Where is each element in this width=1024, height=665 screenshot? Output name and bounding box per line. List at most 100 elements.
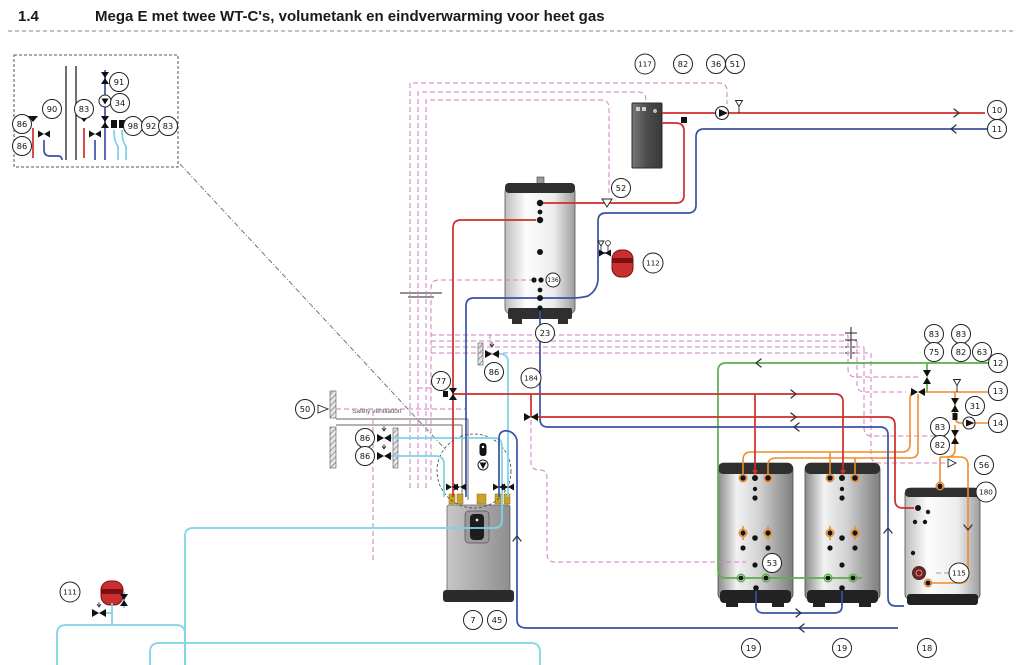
svg-text:82: 82 — [678, 59, 688, 69]
tank-ports — [531, 199, 943, 591]
safety-ventilation-note: Safety ventilation — [352, 408, 402, 415]
pump-14-icon — [962, 416, 976, 430]
hp-sensor-dot — [481, 445, 485, 449]
drain-arrows — [96, 342, 495, 608]
airvent-heater-icon — [681, 117, 687, 123]
part-label-75: 75 — [924, 342, 944, 362]
svg-text:12: 12 — [993, 358, 1003, 368]
part-label-12: 12 — [988, 353, 1008, 373]
vent-triangle-50-icon — [317, 404, 330, 414]
svg-text:91: 91 — [114, 77, 124, 87]
mains-symbol — [400, 292, 442, 298]
svg-text:136: 136 — [547, 277, 559, 284]
part-label-86: 86 — [484, 362, 504, 382]
svg-text:18: 18 — [922, 643, 932, 653]
part-label-45: 45 — [487, 610, 507, 630]
part-label-19: 19 — [741, 638, 761, 658]
svg-text:10: 10 — [992, 105, 1002, 115]
svg-text:11: 11 — [992, 124, 1002, 134]
part-label-18: 18 — [917, 638, 937, 658]
svg-text:117: 117 — [638, 60, 652, 69]
heater-dial — [652, 108, 658, 114]
part-label-14: 14 — [988, 413, 1008, 433]
part-label-13: 13 — [988, 381, 1008, 401]
circulation-pump-115 — [912, 566, 926, 580]
hp-detail-circle — [436, 433, 512, 509]
inset-mixer-icon — [111, 120, 117, 128]
svg-text:184: 184 — [524, 374, 538, 383]
part-label-83: 83 — [158, 116, 178, 136]
svg-text:98: 98 — [128, 121, 138, 131]
heat-pump-display — [470, 514, 484, 540]
pump-36-icon — [714, 105, 730, 121]
airvent-31-icon — [952, 413, 958, 420]
svg-text:51: 51 — [730, 59, 740, 69]
leader-arrow-56-icon — [947, 458, 958, 468]
svg-text:75: 75 — [929, 347, 939, 357]
svg-text:86: 86 — [360, 451, 370, 461]
svg-text:90: 90 — [47, 104, 57, 114]
red-inlet-arrow — [752, 470, 758, 475]
inset-mixer-icon — [119, 120, 125, 128]
heating-circuit-pipes — [717, 362, 996, 579]
part-label-77: 77 — [431, 371, 451, 391]
part-label-53: 53 — [762, 553, 782, 573]
part-label-10: 10 — [987, 100, 1007, 120]
part-label-136: 136 — [545, 272, 561, 288]
svg-text:31: 31 — [970, 401, 980, 411]
svg-text:112: 112 — [646, 259, 660, 268]
svg-text:82: 82 — [935, 440, 945, 450]
heating-port-rings — [736, 573, 858, 583]
part-label-50: 50 — [295, 399, 315, 419]
svg-text:19: 19 — [837, 643, 847, 653]
hot-supply-pipes — [32, 112, 985, 509]
part-label-112: 112 — [642, 252, 664, 274]
sensor-77-icon — [443, 391, 448, 397]
svg-text:83: 83 — [929, 329, 939, 339]
svg-text:19: 19 — [746, 643, 756, 653]
part-label-7: 7 — [463, 610, 483, 630]
part-label-90: 90 — [42, 99, 62, 119]
svg-text:82: 82 — [956, 347, 966, 357]
part-label-11: 11 — [987, 119, 1007, 139]
part-label-56: 56 — [974, 455, 994, 475]
hp-detail-pump-icon — [477, 459, 489, 471]
svg-text:111: 111 — [63, 588, 77, 597]
part-label-86: 86 — [355, 446, 375, 466]
heater-indicator — [642, 107, 646, 111]
part-label-23: 23 — [535, 323, 555, 343]
svg-text:45: 45 — [492, 615, 502, 625]
vent-13-icon — [952, 379, 962, 392]
symbols-layer — [28, 72, 976, 633]
svg-text:180: 180 — [979, 488, 993, 497]
svg-text:53: 53 — [767, 558, 777, 568]
svg-text:83: 83 — [79, 104, 89, 114]
part-label-86: 86 — [12, 114, 32, 134]
svg-text:56: 56 — [979, 460, 989, 470]
part-label-82: 82 — [951, 342, 971, 362]
page-title: Mega E met twee WT-C's, volumetank en ei… — [95, 8, 605, 25]
inset-valves — [28, 72, 109, 138]
shutoff-valves — [92, 249, 925, 617]
part-label-86: 86 — [12, 136, 32, 156]
expansion-vessel-111 — [100, 580, 124, 606]
svg-text:77: 77 — [436, 376, 446, 386]
svg-text:63: 63 — [977, 347, 987, 357]
heater-indicator — [636, 107, 640, 111]
control-wiring — [336, 82, 949, 574]
brass-fittings — [448, 493, 511, 505]
svg-text:83: 83 — [935, 422, 945, 432]
svg-text:14: 14 — [993, 418, 1003, 428]
wall-hatching — [329, 342, 484, 469]
part-label-92: 92 — [141, 116, 161, 136]
electric-heater — [631, 102, 663, 169]
flow-arrows — [512, 108, 973, 633]
part-label-117: 117 — [634, 53, 656, 75]
hp-sensor-icon — [479, 443, 487, 456]
check-valve-52-icon — [601, 198, 613, 208]
page-header: 1.4 Mega E met twee WT-C's, volumetank e… — [8, 8, 1016, 32]
heat-pump — [443, 504, 514, 602]
part-label-34: 34 — [110, 93, 130, 113]
